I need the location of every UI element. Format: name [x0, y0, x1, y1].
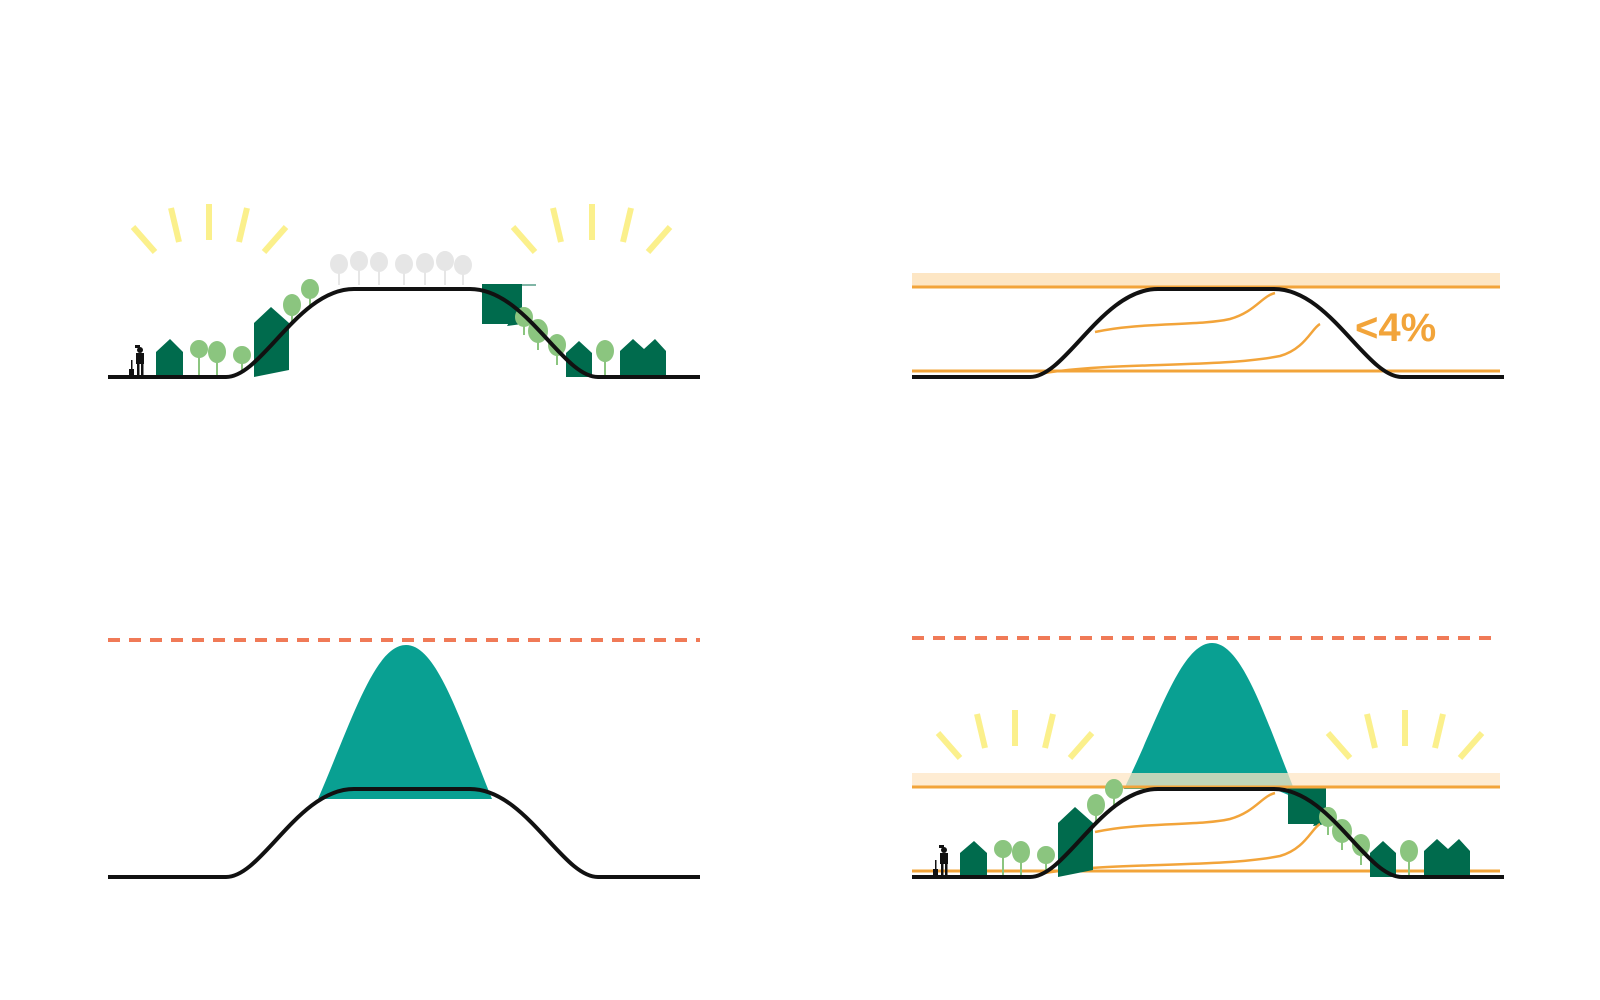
ground-profile — [912, 287, 1504, 379]
sun-rays-icon — [130, 204, 289, 254]
ground-profile — [108, 287, 700, 379]
tree-icon — [190, 279, 319, 375]
panel-2: <4% — [912, 273, 1504, 379]
sun-rays-icon — [1325, 710, 1485, 760]
house-icon — [960, 807, 1093, 877]
house-icon — [156, 307, 289, 377]
slope-band — [912, 273, 1500, 286]
sun-rays-icon — [935, 710, 1095, 760]
ground-profile — [108, 787, 700, 879]
ground-profile — [912, 787, 1504, 879]
panel-4 — [912, 636, 1504, 879]
panel-3 — [108, 638, 700, 879]
slope-path-upper — [1094, 791, 1276, 834]
hill-volume — [1124, 643, 1298, 799]
slope-label: <4% — [1355, 306, 1436, 350]
hill-volume — [318, 645, 492, 799]
tree-icon — [330, 251, 472, 285]
person-icon — [129, 345, 144, 376]
person-icon — [933, 845, 948, 876]
panel-1 — [108, 204, 700, 379]
slope-path-upper — [1094, 291, 1276, 334]
slope-band — [912, 773, 1500, 786]
tree-icon — [1319, 807, 1418, 875]
slope-path-lower — [1044, 322, 1321, 375]
slope-path-lower — [1044, 822, 1321, 875]
house-icon — [566, 339, 666, 377]
sun-rays-icon — [510, 204, 673, 254]
tree-icon — [515, 307, 614, 375]
house-icon — [1370, 839, 1470, 877]
tree-icon — [994, 779, 1123, 875]
